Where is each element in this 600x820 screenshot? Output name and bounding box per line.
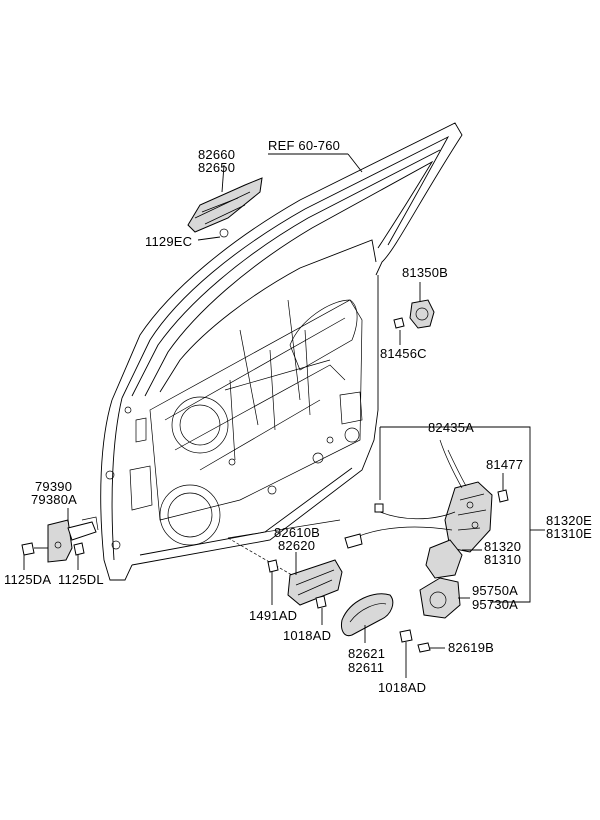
label-81320E: 81320E: [546, 513, 592, 528]
label-1018AD-a: 1018AD: [283, 628, 331, 643]
inside-door-handle: [187, 177, 263, 238]
label-79390: 79390: [35, 479, 72, 494]
label-79380A: 79380A: [31, 492, 77, 507]
door-hinge: [21, 516, 99, 563]
label-82620: 82620: [278, 538, 315, 553]
label-81310E: 81310E: [546, 526, 592, 541]
label-82610B: 82610B: [274, 525, 320, 540]
label-82619B: 82619B: [448, 640, 494, 655]
label-82435A: 82435A: [428, 420, 474, 435]
lock-cylinder-part: [393, 299, 435, 329]
door-panel: [100, 122, 463, 581]
label-82650: 82650: [198, 160, 235, 175]
label-ref: REF 60-760: [268, 138, 340, 153]
label-1125DA: 1125DA: [4, 572, 51, 587]
label-82611: 82611: [348, 660, 384, 675]
door-lock-actuator: [419, 577, 461, 619]
guide-line: [227, 519, 341, 539]
callout-labels: REF 60-760 82660 82650 1129EC 81350B 814…: [4, 138, 592, 695]
door-latch-assembly: [344, 439, 509, 579]
outside-door-handle: [267, 559, 431, 653]
label-1129EC: 1129EC: [145, 234, 192, 249]
label-1125DL: 1125DL: [58, 572, 104, 587]
label-81456C: 81456C: [380, 346, 427, 361]
guide-line: [227, 537, 293, 576]
label-82621: 82621: [348, 646, 385, 661]
label-81310: 81310: [484, 552, 521, 567]
label-95750A: 95750A: [472, 583, 518, 598]
label-81320: 81320: [484, 539, 521, 554]
label-95730A: 95730A: [472, 597, 518, 612]
label-1491AD: 1491AD: [249, 608, 297, 623]
label-82660: 82660: [198, 147, 235, 162]
label-1018AD-b: 1018AD: [378, 680, 426, 695]
label-81350B: 81350B: [402, 265, 448, 280]
label-81477: 81477: [486, 457, 523, 472]
